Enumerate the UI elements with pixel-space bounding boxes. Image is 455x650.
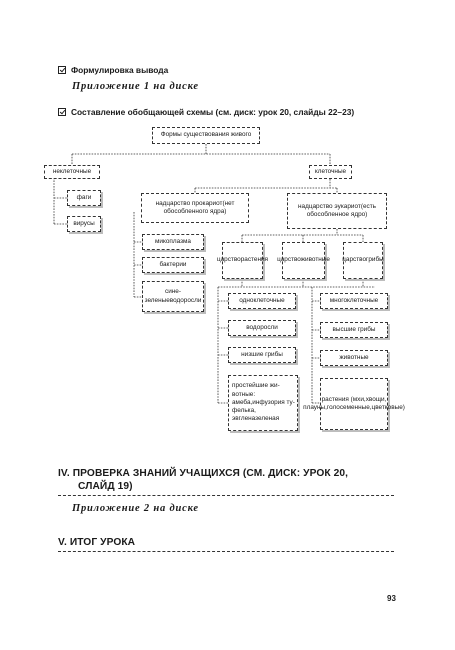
section-4-heading: IV. ПРОВЕРКА ЗНАНИЙ УЧАЩИХСЯ (СМ. ДИСК: … [58,468,349,492]
scheme-prokaryotes: надцарство прокариот(нет обособленного я… [141,193,249,223]
scheme-animals: животные [320,350,388,366]
scheme-lower-fungi: низшие грибы [228,347,296,363]
scheme-phages: фаги [67,190,101,206]
checkbox-checked-icon [58,108,66,116]
scheme-multicellular: многоклеточные [320,293,388,309]
scheme-noncellular: неклеточные [44,165,100,179]
conclusion-label: Формулировка вывода [71,65,169,75]
summary-scheme-item: Составление обобщающей схемы (см. диск: … [58,107,354,117]
scheme-root: Формы существования живого [152,127,260,144]
scheme-bluegreen-algae: сине-зеленыеводоросли [142,281,204,312]
appendix-2-note: Приложение 2 на диске [72,503,199,514]
scheme-viruses: вирусы [67,216,101,232]
summary-scheme-label: Составление обобщающей схемы (см. диск: … [71,107,355,117]
scheme-mycoplasma: микоплазма [142,234,204,250]
scheme-protozoa: простейшие жи-вотные: амеба,инфузория ту… [228,375,298,431]
divider [58,495,394,496]
checkbox-checked-icon [58,66,66,74]
scheme-unicellular: одноклеточные [228,293,296,309]
scheme-eukaryotes: надцарство эукариот(есть обособленное яд… [287,193,387,229]
conclusion-item: Формулировка вывода [58,65,168,75]
scheme-higher-fungi: высшие грибы [320,322,388,338]
scheme-kingdom-fungi: царствогрибы [342,242,384,279]
section-5-heading: V. ИТОГ УРОКА [58,537,136,548]
scheme-plants: растения (мхи,хвощи, плауны,голосеменные… [303,378,405,430]
scheme-bacteria: бактерии [142,257,204,273]
appendix-1-note: Приложение 1 на диске [72,81,199,92]
scheme-cellular: клеточные [309,165,352,179]
divider [58,551,394,552]
scheme-kingdom-animals: царствоживотные [277,242,330,279]
scheme-kingdom-plants: царстворастения [217,242,268,279]
scheme-algae: водоросли [228,320,296,336]
page-number: 93 [387,594,396,603]
